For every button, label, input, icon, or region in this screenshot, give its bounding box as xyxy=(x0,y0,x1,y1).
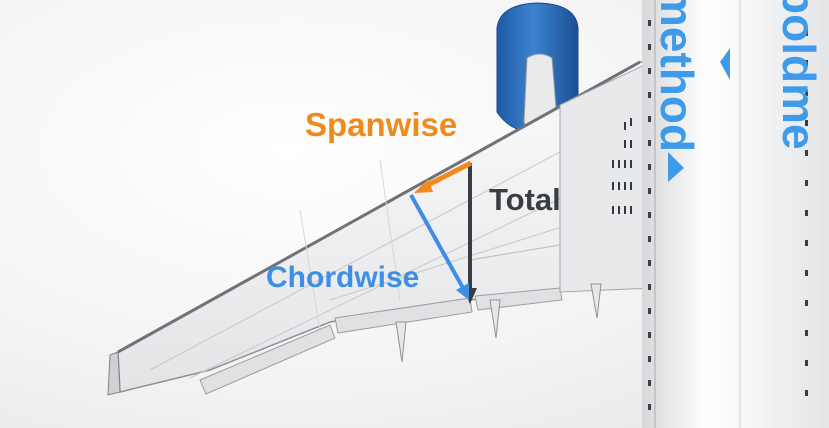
brand-arrow-icon xyxy=(668,152,684,182)
spanwise-arrow-shaft xyxy=(424,160,473,189)
brand-text-method: method xyxy=(651,0,703,153)
spanwise-arrowhead xyxy=(414,179,433,193)
total-label: Total xyxy=(489,182,561,217)
flap-track-fairing-icon xyxy=(395,283,602,363)
chordwise-label: Chordwise xyxy=(266,261,420,294)
fuselage-icon xyxy=(642,0,829,428)
chordwise-arrow-shaft xyxy=(409,194,465,289)
brand-arrow-icon-2 xyxy=(720,48,730,80)
brand-text-boldme: boldme xyxy=(773,0,825,150)
chordwise-arrowhead xyxy=(456,283,469,300)
vortex-generator-icon xyxy=(612,118,632,214)
spanwise-label: Spanwise xyxy=(305,106,458,143)
